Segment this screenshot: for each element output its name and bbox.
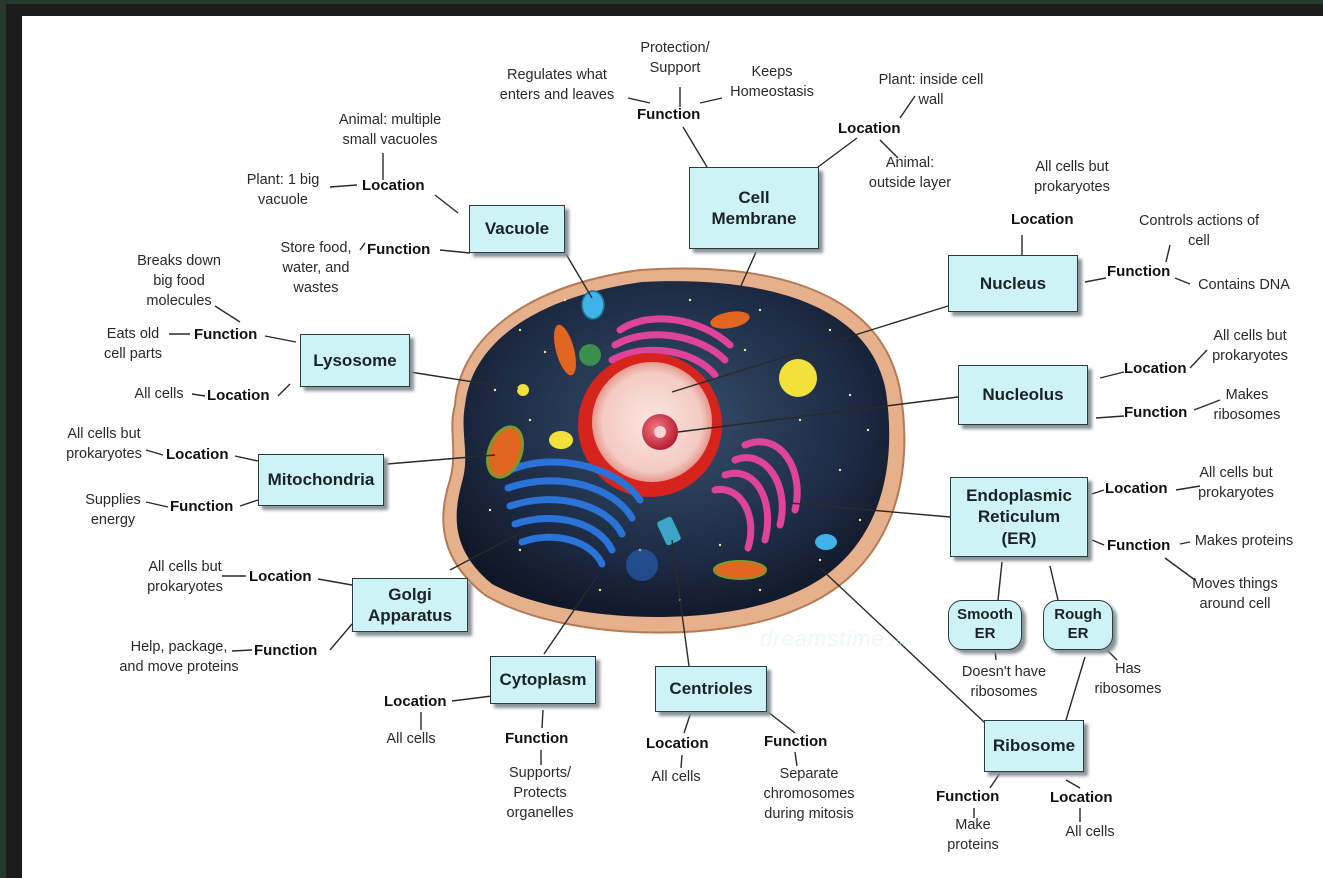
membrane-homeostasis-note: Keeps Homeostasis <box>716 62 828 102</box>
mitochondria-location-label: Location <box>166 446 229 463</box>
watermark-suffix: .com <box>885 637 913 649</box>
nucleus-controls-note: Controls actions of cell <box>1120 211 1278 251</box>
centrioles-function-label: Function <box>764 733 827 750</box>
watermark-text: dreamstime <box>760 626 885 651</box>
nucleus-illustration <box>578 353 722 497</box>
mitochondria-function-note: Supplies energy <box>72 490 154 530</box>
lysosome-location-note: All cells <box>124 384 194 404</box>
mitochondria-box: Mitochondria <box>258 454 384 506</box>
er-location-label: Location <box>1105 480 1168 497</box>
cytoplasm-location-label: Location <box>384 693 447 710</box>
vacuole-function-label: Function <box>367 241 430 258</box>
nucleolus-function-note: Makes ribosomes <box>1202 385 1292 425</box>
endoplasmic-reticulum-title: Endoplasmic Reticulum (ER) <box>966 485 1072 549</box>
smooth-er-title: Smooth ER <box>957 606 1013 644</box>
ribosome-function-label: Function <box>936 788 999 805</box>
golgi-function-label: Function <box>254 642 317 659</box>
cell-membrane-title: Cell Membrane <box>711 187 796 230</box>
smooth-er-box: Smooth ER <box>948 600 1022 650</box>
nucleolus-location-label: Location <box>1124 360 1187 377</box>
rough-er-box: Rough ER <box>1043 600 1113 650</box>
nucleolus-function-label: Function <box>1124 404 1187 421</box>
golgi-function-note: Help, package, and move proteins <box>104 637 254 677</box>
centrioles-location-note: All cells <box>640 767 712 787</box>
mitochondria-function-label: Function <box>170 498 233 515</box>
cytoplasm-title: Cytoplasm <box>500 669 587 690</box>
membrane-plant-note: Plant: inside cell wall <box>860 70 1002 110</box>
centrioles-box: Centrioles <box>655 666 767 712</box>
vacuole-function-note: Store food, water, and wastes <box>266 238 366 298</box>
lysosome-function-label: Function <box>194 326 257 343</box>
watermark: dreamstime.com <box>760 626 913 652</box>
lysosome-location-label: Location <box>207 387 270 404</box>
vacuole-title: Vacuole <box>485 218 549 239</box>
ribosome-title: Ribosome <box>993 735 1075 756</box>
rough-er-note: Has ribosomes <box>1080 659 1176 699</box>
centrioles-location-label: Location <box>646 735 709 752</box>
ribosome-box: Ribosome <box>984 720 1084 772</box>
nucleus-function-label: Function <box>1107 263 1170 280</box>
golgi-location-label: Location <box>249 568 312 585</box>
lysosome-eats-note: Eats old cell parts <box>90 324 176 364</box>
nucleus-location-note: All cells but prokaryotes <box>1018 157 1126 197</box>
cytoplasm-location-note: All cells <box>372 729 450 749</box>
nucleus-title: Nucleus <box>980 273 1046 294</box>
mitochondria-title: Mitochondria <box>268 469 375 490</box>
cytoplasm-function-note: Supports/ Protects organelles <box>478 763 602 823</box>
vacuole-box: Vacuole <box>469 205 565 253</box>
membrane-animal-note: Animal: outside layer <box>855 153 965 193</box>
smooth-er-note: Doesn't have ribosomes <box>946 662 1062 702</box>
membrane-protection-note: Protection/ Support <box>620 38 730 78</box>
nucleus-box: Nucleus <box>948 255 1078 312</box>
cell-membrane-box: Cell Membrane <box>689 167 819 249</box>
golgi-apparatus-title: Golgi Apparatus <box>368 584 452 627</box>
membrane-function-label: Function <box>637 106 700 123</box>
nucleolus-box: Nucleolus <box>958 365 1088 425</box>
nucleolus-title: Nucleolus <box>982 384 1063 405</box>
vacuole-plant-note: Plant: 1 big vacuole <box>232 170 334 210</box>
cytoplasm-box: Cytoplasm <box>490 656 596 704</box>
er-function-label: Function <box>1107 537 1170 554</box>
cytoplasm-function-label: Function <box>505 730 568 747</box>
mitochondria-location-note: All cells but prokaryotes <box>52 424 156 464</box>
nucleus-dna-note: Contains DNA <box>1186 275 1302 295</box>
ribosome-location-note: All cells <box>1053 822 1127 842</box>
centrioles-function-note: Separate chromosomes during mitosis <box>742 764 876 824</box>
ribosome-location-label: Location <box>1050 789 1113 806</box>
rough-er-title: Rough ER <box>1054 606 1101 644</box>
lysosome-title: Lysosome <box>313 350 396 371</box>
lysosome-box: Lysosome <box>300 334 410 387</box>
membrane-location-label: Location <box>838 120 901 137</box>
nucleus-location-label: Location <box>1011 211 1074 228</box>
vacuole-location-label: Location <box>362 177 425 194</box>
membrane-regulates-note: Regulates what enters and leaves <box>484 65 630 105</box>
nucleolus-location-note: All cells but prokaryotes <box>1198 326 1302 366</box>
endoplasmic-reticulum-box: Endoplasmic Reticulum (ER) <box>950 477 1088 557</box>
golgi-location-note: All cells but prokaryotes <box>134 557 236 597</box>
er-makes-note: Makes proteins <box>1184 531 1304 551</box>
er-moves-note: Moves things around cell <box>1178 574 1292 614</box>
ribosome-function-note: Make proteins <box>930 815 1016 855</box>
lysosome-breaks-note: Breaks down big food molecules <box>120 251 238 311</box>
golgi-apparatus-box: Golgi Apparatus <box>352 578 468 632</box>
vacuole-animal-note: Animal: multiple small vacuoles <box>322 110 458 150</box>
er-location-note: All cells but prokaryotes <box>1182 463 1290 503</box>
centrioles-title: Centrioles <box>669 678 752 699</box>
